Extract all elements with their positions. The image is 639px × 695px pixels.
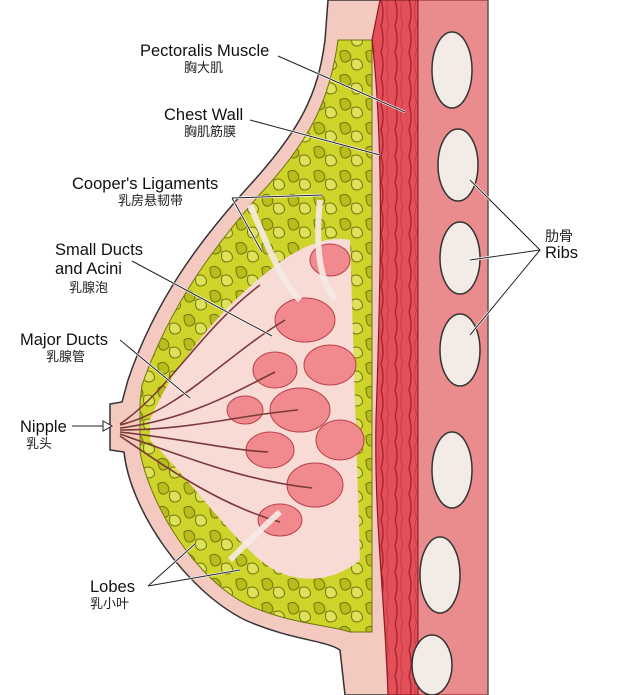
- chest-wall-zh: 胸肌筋膜: [184, 123, 237, 139]
- small-ducts-en-line1: Small Ducts: [55, 241, 144, 259]
- label-chest-wall: Chest Wall 胸肌筋膜: [164, 106, 243, 140]
- small-ducts-en-line2: and Acini: [55, 259, 122, 278]
- pectoralis-muscle-en: Pectoralis Muscle: [140, 42, 270, 60]
- lobes-zh: 乳小叶: [90, 595, 130, 611]
- ducts: [119, 284, 313, 523]
- nipple-en: Nipple: [20, 418, 67, 436]
- nipple-zh: 乳头: [26, 435, 53, 451]
- label-coopers-ligaments: Cooper's Ligaments 乳房悬韧带: [72, 175, 218, 209]
- pectoralis-muscle-zh: 胸大肌: [184, 59, 224, 75]
- ligaments: [227, 199, 338, 563]
- label-major-ducts: Major Ducts 乳腺管: [20, 331, 108, 365]
- chest-wall-en: Chest Wall: [164, 106, 244, 124]
- major-ducts-zh: 乳腺管: [46, 348, 86, 364]
- pectoralis-muscle: [371, 0, 419, 695]
- ribs: [411, 31, 481, 695]
- label-pectoralis-muscle: Pectoralis Muscle 胸大肌: [140, 42, 269, 76]
- nipple-arrowhead: [102, 420, 114, 432]
- coopers-ligaments-en: Cooper's Ligaments: [72, 175, 219, 193]
- pointer-lines-dark: [72, 55, 541, 587]
- label-lobes: Lobes 乳小叶: [90, 578, 135, 612]
- ribs-en: Ribs: [545, 244, 579, 263]
- major-ducts-en: Major Ducts: [20, 331, 109, 349]
- label-ribs: 肋骨 Ribs: [545, 228, 578, 263]
- label-small-ducts: Small Ducts and Acini 乳腺泡: [55, 241, 143, 296]
- coopers-ligaments-zh: 乳房悬韧带: [118, 192, 184, 208]
- small-ducts-zh: 乳腺泡: [69, 279, 109, 295]
- label-nipple: Nipple 乳头: [20, 418, 67, 452]
- ribs-zh: 肋骨: [545, 228, 573, 244]
- lobes-en: Lobes: [90, 578, 135, 596]
